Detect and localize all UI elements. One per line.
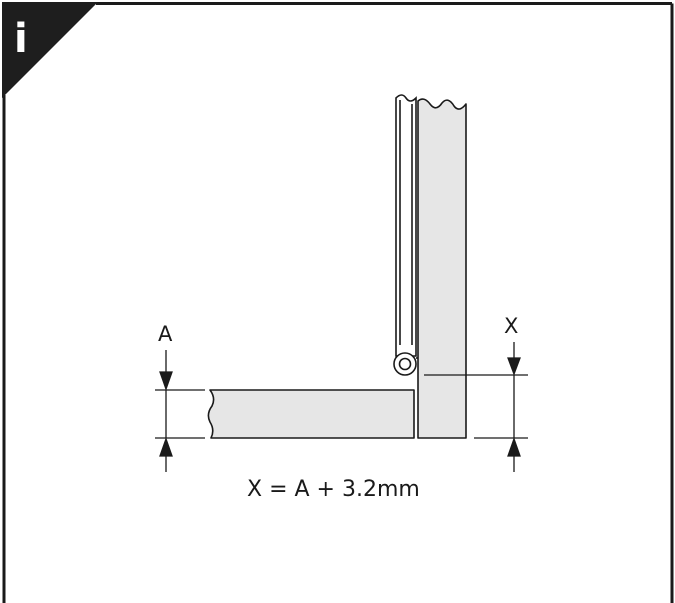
- dimension-x: [424, 342, 528, 472]
- info-icon: i: [14, 16, 28, 62]
- info-badge: i: [2, 2, 98, 98]
- side-panel: [417, 98, 467, 439]
- dimension-x-label: X: [504, 314, 518, 338]
- info-badge-corner: [2, 2, 98, 98]
- hinge-leaf: [395, 94, 417, 357]
- dimension-a: [155, 350, 205, 472]
- hinge-knuckle: [393, 352, 418, 376]
- horizontal-panel: [207, 389, 415, 439]
- formula-text: X = A + 3.2mm: [247, 477, 420, 502]
- dimension-a-label: A: [158, 322, 173, 346]
